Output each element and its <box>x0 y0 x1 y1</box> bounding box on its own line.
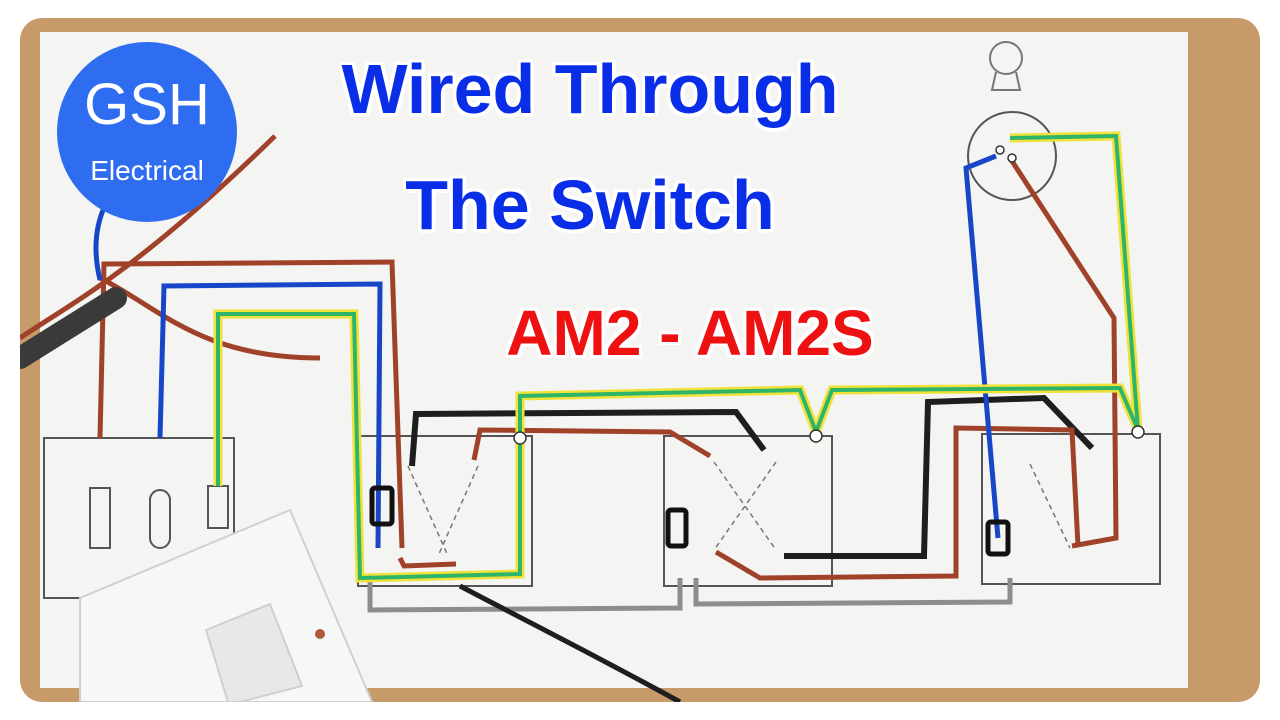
black-wire-1 <box>409 408 767 467</box>
cable-sheath <box>20 287 127 369</box>
neutral-link-symbol <box>149 489 171 549</box>
title-line-1: Wired Through <box>341 50 839 128</box>
brown-wire-4 <box>714 425 1081 581</box>
black-tail <box>458 583 682 702</box>
earth-terminal-symbol <box>207 485 229 529</box>
black-wire-2 <box>784 394 1095 559</box>
switch-sleeves <box>369 485 1011 557</box>
earth-wire-green <box>216 133 1140 581</box>
title-line-2: The Switch <box>405 166 775 244</box>
brown-wire-1 <box>97 259 405 549</box>
grey-wire <box>367 578 1013 613</box>
logo-tagline: Electrical <box>90 155 204 186</box>
switch-box-2 <box>663 435 833 587</box>
ceiling-rose-outline <box>967 111 1057 201</box>
logo-brand: GSH <box>84 72 210 137</box>
lamp-icon <box>989 41 1023 91</box>
blue-wire-2 <box>963 153 1001 539</box>
intermediate-contacts <box>407 461 1071 557</box>
brown-wire-3 <box>471 427 712 461</box>
thumbnail-frame: GSH Electrical Wired Through The Switch … <box>20 18 1260 702</box>
subtitle: AM2 - AM2S <box>506 297 874 369</box>
brown-wire-2 <box>397 556 457 569</box>
terminals <box>513 145 1145 445</box>
blue-wire-1 <box>157 281 383 549</box>
wiring-diagram <box>20 41 1161 702</box>
light-switch-plate <box>79 508 374 702</box>
brown-wire-5 <box>1007 156 1119 549</box>
fuse-symbol <box>89 487 111 549</box>
gsh-logo: GSH Electrical <box>57 42 237 222</box>
